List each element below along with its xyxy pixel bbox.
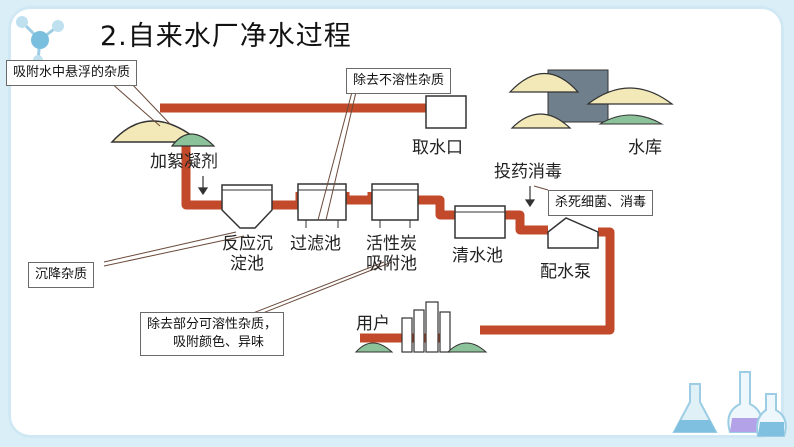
molecule-icon [16, 16, 64, 65]
callout-soluble-line2: 吸附颜色、异味 [173, 335, 265, 350]
label-clear-water: 清水池 [452, 246, 503, 266]
clear-water-tank-icon [454, 205, 506, 239]
callout-soluble-line1: 除去部分可溶性杂质， [147, 317, 278, 332]
label-carbon-2: 吸附池 [366, 254, 417, 274]
pump-icon [547, 217, 599, 249]
sedimentation-tank-icon [221, 184, 273, 229]
page-title: 2.自来水厂净水过程 [100, 21, 352, 52]
carbon-tank-icon [371, 183, 419, 228]
user-buildings-icon [354, 301, 488, 353]
label-carbon-1: 活性炭 [366, 234, 417, 254]
callout-sterilize: 杀死细菌、消毒 [548, 190, 654, 216]
arrow-icons [197, 176, 536, 208]
label-filter: 过滤池 [290, 234, 341, 254]
filter-tank-icon [297, 183, 347, 228]
intake-icon [425, 95, 467, 129]
callout-suspended: 吸附水中悬浮的杂质 [6, 60, 138, 86]
label-intake: 取水口 [412, 138, 463, 158]
reservoir-icon [508, 69, 674, 129]
callout-settle: 沉降杂质 [28, 262, 95, 288]
label-reservoir: 水库 [628, 138, 662, 158]
label-user: 用户 [356, 314, 390, 334]
label-disinfect: 投药消毒 [494, 162, 562, 182]
callout-insoluble: 除去不溶性杂质 [346, 68, 452, 94]
flask-icons [672, 371, 787, 437]
label-sedimentation-2: 淀池 [230, 254, 264, 274]
label-sedimentation-1: 反应沉 [222, 234, 273, 254]
callout-soluble: 除去部分可溶性杂质， 吸附颜色、异味 [140, 312, 285, 356]
label-pump: 配水泵 [540, 262, 591, 282]
hill-icon [110, 120, 216, 147]
label-coagulant: 加絮凝剂 [150, 152, 218, 172]
water-pipe [160, 103, 615, 343]
